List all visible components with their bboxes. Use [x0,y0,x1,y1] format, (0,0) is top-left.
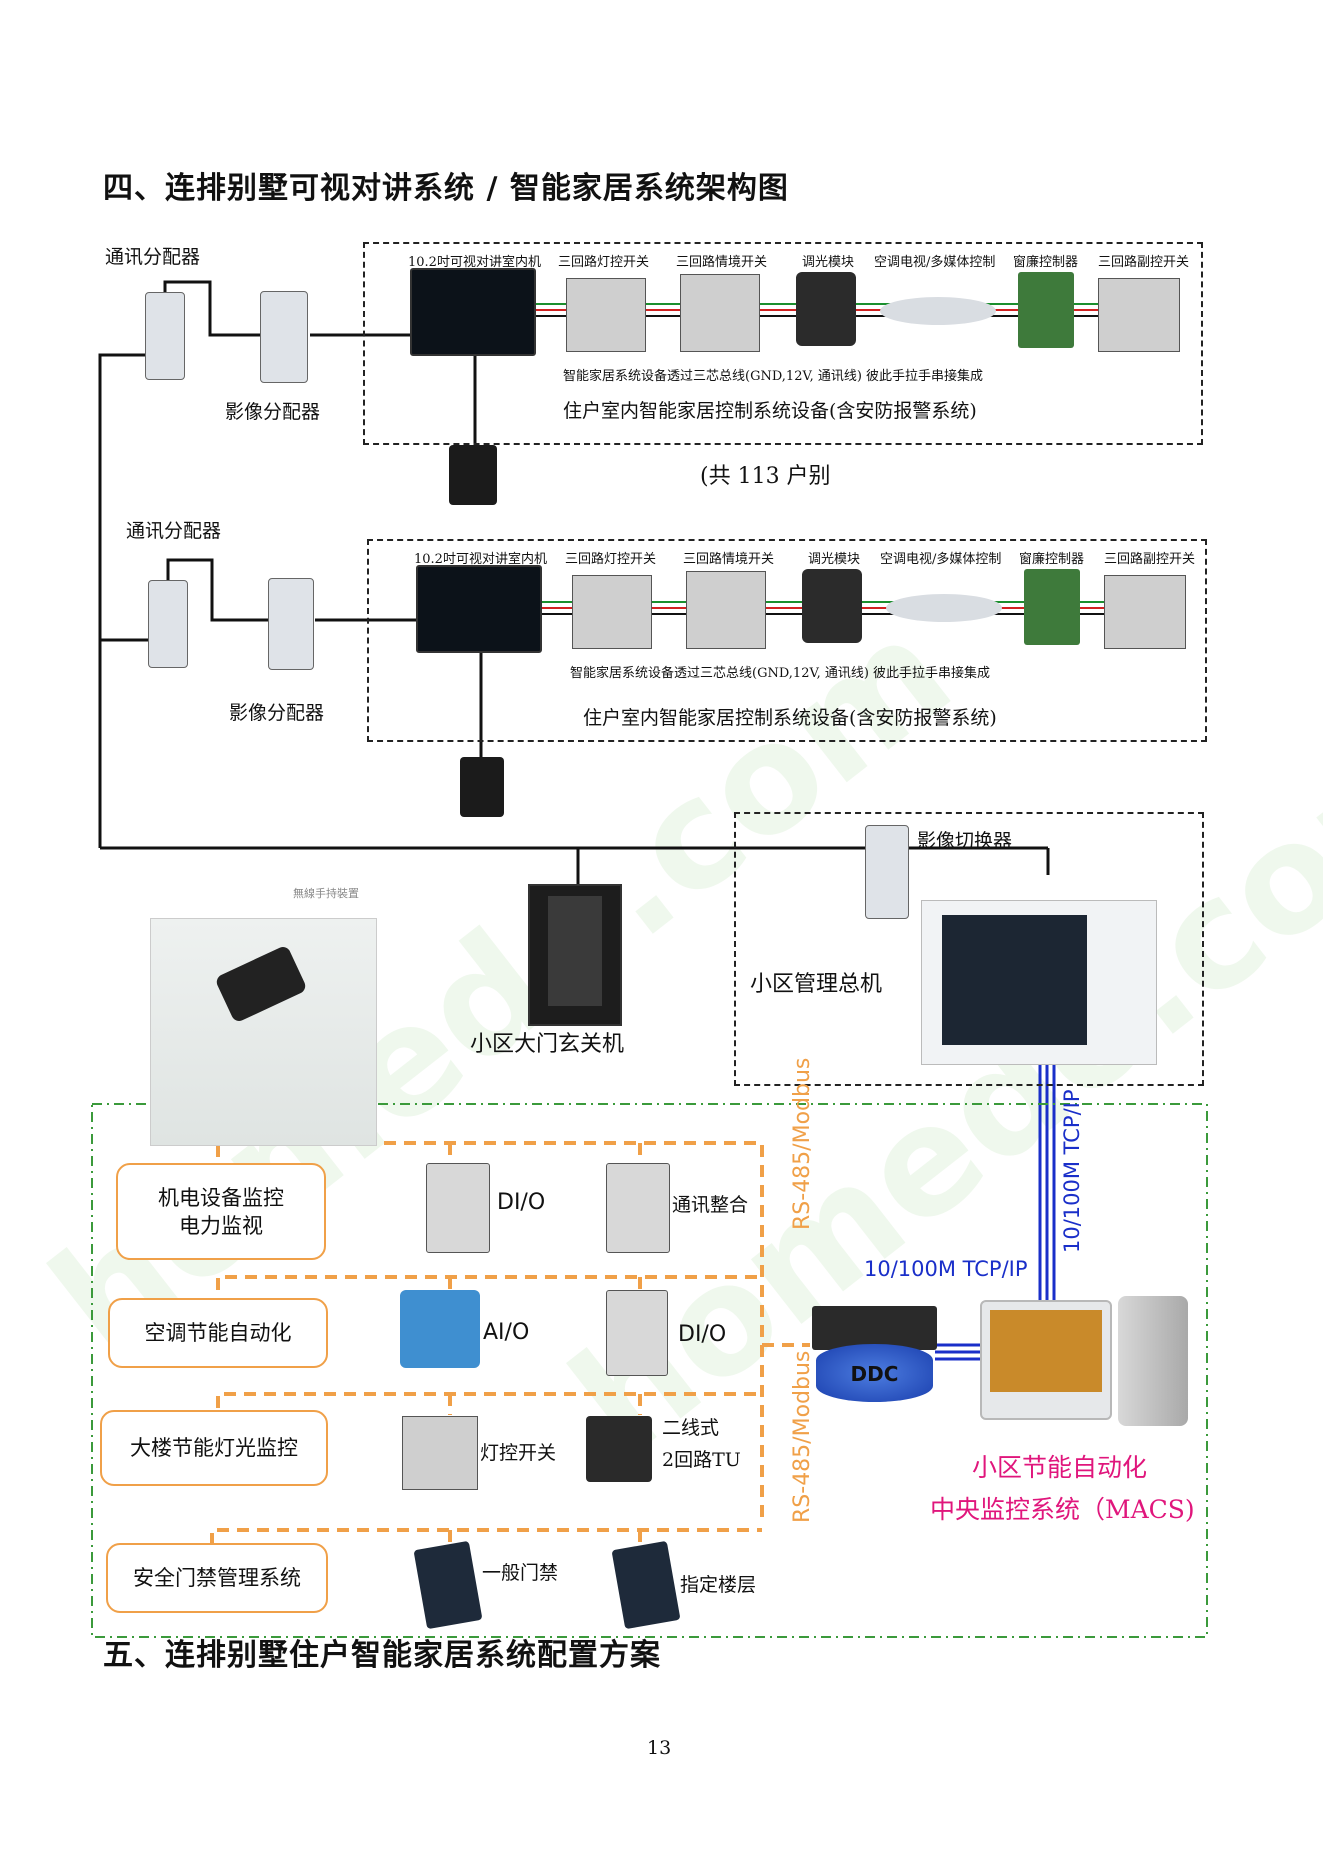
module-label: 灯控开关 [480,1442,557,1464]
section-5-title: 五、连排别墅住户智能家居系统配置方案 [103,1638,661,1673]
module-label: 一般门禁 [482,1562,559,1584]
dio-module [606,1290,668,1376]
category-access-control: 安全门禁管理系统 [106,1543,328,1613]
curtain-controller [1024,569,1080,645]
aio-module [400,1290,480,1368]
dimmer-module [796,272,856,346]
sub-switch [1098,278,1180,352]
comm-distributor-device [148,580,188,668]
module-label: DI/O [497,1190,546,1215]
dio-module [426,1163,490,1253]
comm-distributor-label: 通讯分配器 [126,520,222,542]
device-label: 三回路灯控开关 [558,255,650,270]
lighting-switch [402,1416,478,1490]
module-label: 通讯整合 [672,1194,749,1216]
ddc-device: DDC [812,1306,937,1404]
rs485-bus [210,1141,810,1548]
comm-distributor-label: 通讯分配器 [105,246,201,268]
device-label: 三回路副控开关 [1104,552,1196,567]
video-distributor-label: 影像分配器 [225,401,321,423]
module-label: AI/O [483,1320,530,1345]
device-label: 三回路情境开关 [676,255,768,270]
comm-distributor-device [145,292,185,380]
macs-label-line2: 中央监控系统（MACS) [930,1495,1195,1524]
category-lighting-control: 大楼节能灯光监控 [100,1410,328,1486]
manager-console-group [734,812,1204,1086]
device-label: 10.2吋可视对讲室内机 [408,255,541,270]
light-switch [572,575,652,649]
wire [166,558,268,622]
household-group-label: 住户室内智能家居控制系统设备(含安防报警系统) [583,707,997,729]
device-label: 10.2吋可视对讲室内机 [414,552,547,567]
device-label: 调光模块 [808,552,861,567]
wire [163,280,262,337]
category-label: 大楼节能灯光监控 [130,1436,298,1460]
category-label: 安全门禁管理系统 [133,1566,301,1590]
section-4-title: 四、连排别墅可视对讲系统 / 智能家居系统架构图 [103,171,789,206]
video-distributor-label: 影像分配器 [229,702,325,724]
ac-av-controller [886,594,1002,622]
category-label: 机电设备监控 电力监视 [158,1185,284,1238]
ac-av-controller [880,297,996,325]
two-wire-tu-module [586,1416,652,1482]
ddc-label: DDC [850,1362,899,1386]
tcp-ip-horizontal-label: 10/100M TCP/IP [864,1257,1028,1281]
rs485-label-top: RS-485/Modbus [790,1057,815,1230]
tcp-ip-vertical-label: 10/100M TCP/IP [1060,1089,1084,1253]
dimmer-module [802,569,862,643]
device-label: 三回路情境开关 [683,552,775,567]
device-label: 空调电视/多媒体控制 [874,255,996,270]
curtain-controller [1018,272,1074,348]
sub-switch [1104,575,1186,649]
device-label: 窗廉控制器 [1013,255,1079,270]
comm-integration-module [606,1163,670,1253]
device-label: 空调电视/多媒体控制 [880,552,1002,567]
gate-station-label: 小区大门玄关机 [470,1032,625,1057]
scene-switch [680,274,760,352]
module-label: 二线式 2回路TU [662,1417,741,1471]
device-label: 三回路灯控开关 [565,552,657,567]
scene-switch [686,571,766,649]
macs-label-line1: 小区节能自动化 [972,1453,1148,1482]
device-label: 三回路副控开关 [1098,255,1190,270]
bus-note: 智能家居系统设备透过三芯总线(GND,12V, 通讯线) 彼此手拉手串接集成 [563,369,984,384]
macs-computer [980,1296,1192,1436]
households-count: (共 113 户别 [700,464,831,489]
door-camera [449,445,497,505]
video-distributor-device [260,291,308,383]
device-label: 窗廉控制器 [1019,552,1085,567]
module-label: DI/O [678,1322,727,1347]
indoor-monitor [410,268,536,356]
category-hvac-automation: 空调节能自动化 [108,1298,328,1368]
manager-console-device [921,900,1157,1065]
category-label: 空调节能自动化 [144,1321,292,1345]
module-label: 指定楼层 [680,1574,757,1596]
household-group-label: 住户室内智能家居控制系统设备(含安防报警系统) [563,400,977,422]
wire [98,353,150,848]
wireless-handheld-label: 無線手持裝置 [293,887,359,900]
light-switch [566,278,646,352]
automation-frame [91,1103,1208,1638]
gate-station-device [528,884,622,1026]
video-switcher-label: 影像切换器 [917,830,1013,852]
device-label: 调光模块 [802,255,855,270]
page-number: 13 [647,1737,672,1759]
video-distributor-device [268,578,314,670]
manager-console-label: 小区管理总机 [750,972,883,997]
wireless-handheld-photo [150,918,377,1146]
indoor-monitor [416,565,542,653]
household-group-row1 [363,242,1203,445]
bus-note: 智能家居系统设备透过三芯总线(GND,12V, 通讯线) 彼此手拉手串接集成 [570,666,991,681]
door-camera [460,757,504,817]
tcp-ip-horizontal-lines [935,1343,980,1361]
video-switcher-device [865,825,909,919]
household-group-row2 [367,539,1207,742]
category-mechanical-power: 机电设备监控 电力监视 [116,1163,326,1260]
